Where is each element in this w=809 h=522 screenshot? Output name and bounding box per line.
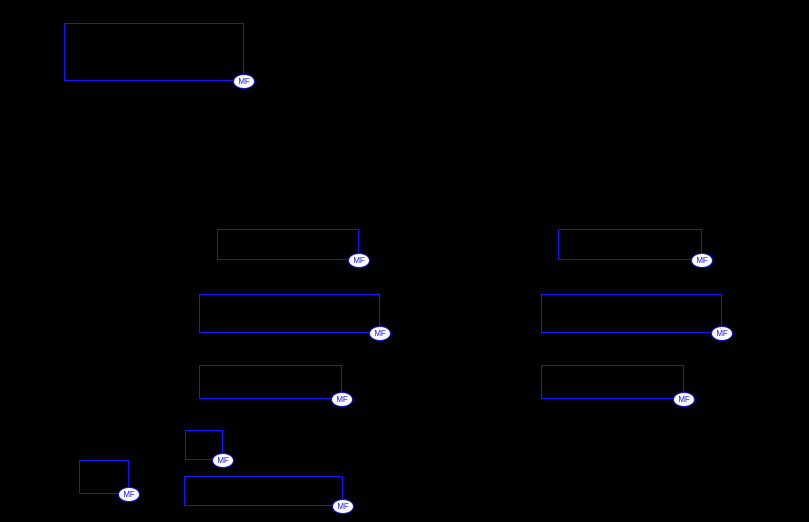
mf-badge[interactable]: MF (233, 74, 255, 89)
diagram-node[interactable] (184, 476, 343, 506)
diagram-node[interactable] (185, 430, 223, 460)
mf-badge-label: MF (337, 501, 349, 511)
diagram-node[interactable] (199, 365, 342, 399)
mf-badge-label: MF (696, 255, 708, 265)
mf-badge[interactable]: MF (331, 392, 353, 407)
diagram-node[interactable] (199, 294, 380, 333)
diagram-node[interactable] (79, 460, 129, 494)
mf-badge-label: MF (716, 328, 728, 338)
mf-badge[interactable]: MF (332, 499, 354, 514)
mf-badge[interactable]: MF (711, 326, 733, 341)
mf-badge-label: MF (336, 394, 348, 404)
mf-badge[interactable]: MF (369, 326, 391, 341)
mf-badge-label: MF (123, 489, 135, 499)
mf-badge-label: MF (238, 76, 250, 86)
diagram-node[interactable] (217, 229, 359, 260)
mf-badge[interactable]: MF (118, 487, 140, 502)
diagram-node[interactable] (558, 229, 702, 260)
mf-badge-label: MF (374, 328, 386, 338)
diagram-node[interactable] (541, 365, 684, 399)
mf-badge[interactable]: MF (212, 453, 234, 468)
diagram-node[interactable] (541, 294, 722, 333)
mf-badge-label: MF (217, 455, 229, 465)
mf-badge[interactable]: MF (691, 253, 713, 268)
mf-badge[interactable]: MF (673, 392, 695, 407)
diagram-node[interactable] (64, 23, 244, 81)
mf-badge[interactable]: MF (348, 253, 370, 268)
mf-badge-label: MF (353, 255, 365, 265)
mf-badge-label: MF (678, 394, 690, 404)
